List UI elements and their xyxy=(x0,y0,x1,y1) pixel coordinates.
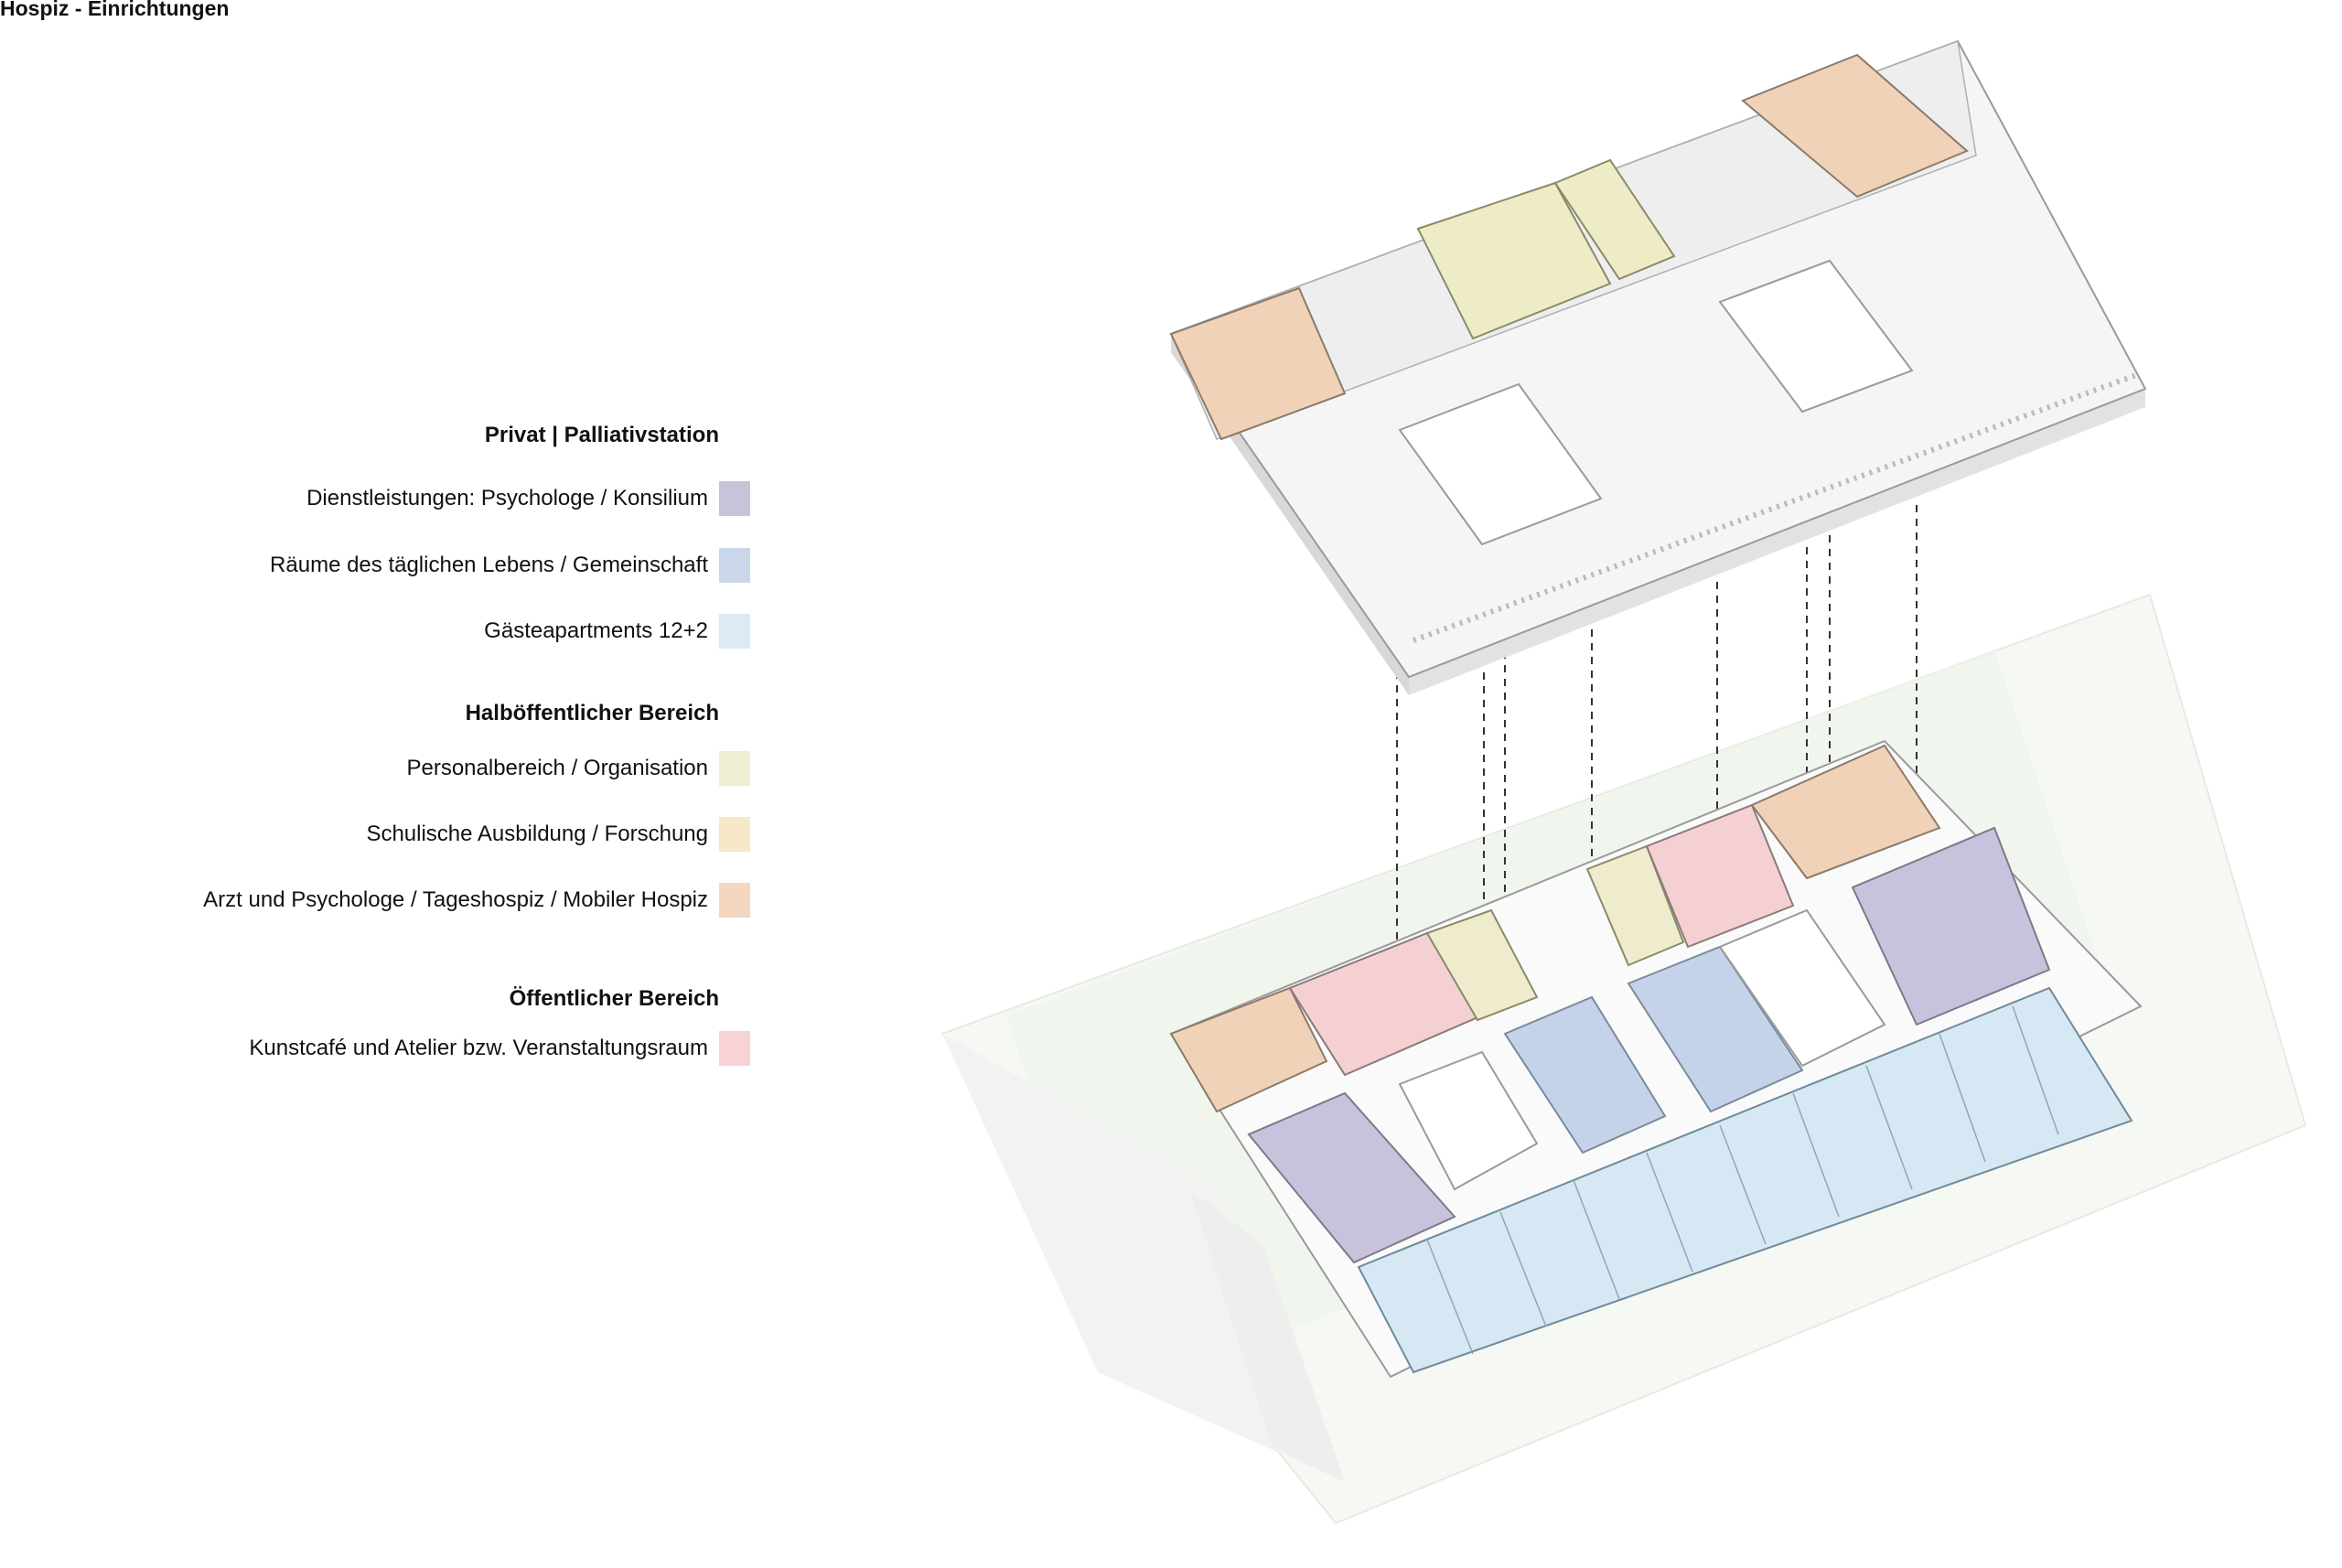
legend-item-label: Dienstleistungen: Psychologe / Konsilium xyxy=(306,486,708,510)
legend-heading-oeffentlich: Öffentlicher Bereich xyxy=(509,986,719,1011)
legend-swatch xyxy=(719,481,750,516)
legend-item-label: Personalbereich / Organisation xyxy=(406,756,708,780)
legend: Privat | Palliativstation Dienstleistung… xyxy=(0,0,750,1098)
page-title: Hospiz - Einrichtungen xyxy=(0,0,230,20)
legend-swatch xyxy=(719,751,750,786)
legend-swatch xyxy=(719,548,750,583)
legend-item-label: Schulische Ausbildung / Forschung xyxy=(366,822,708,846)
upper-floor xyxy=(1169,39,2147,695)
legend-swatch xyxy=(719,614,750,649)
legend-item-label: Kunstcafé und Atelier bzw. Veranstaltung… xyxy=(249,1036,708,1060)
legend-swatch xyxy=(719,883,750,918)
legend-heading-privat: Privat | Palliativstation xyxy=(484,423,719,447)
legend-item-label: Gästeapartments 12+2 xyxy=(484,618,708,643)
legend-item-label: Räume des täglichen Lebens / Gemeinschaf… xyxy=(270,553,708,577)
legend-item-schulische: Schulische Ausbildung / Forschung xyxy=(0,817,750,852)
lower-floor xyxy=(1169,739,2143,1379)
legend-item-arzt: Arzt und Psychologe / Tageshospiz / Mobi… xyxy=(0,883,750,918)
legend-item-dienstleistungen: Dienstleistungen: Psychologe / Konsilium xyxy=(0,481,750,516)
legend-swatch xyxy=(719,817,750,852)
legend-heading-halboeffentlich: Halböffentlicher Bereich xyxy=(465,701,719,725)
legend-swatch xyxy=(719,1031,750,1066)
legend-item-kunstcafe: Kunstcafé und Atelier bzw. Veranstaltung… xyxy=(0,1031,750,1066)
legend-item-gaesteapartments: Gästeapartments 12+2 xyxy=(0,614,750,649)
legend-item-raeume: Räume des täglichen Lebens / Gemeinschaf… xyxy=(0,548,750,583)
legend-item-personalbereich: Personalbereich / Organisation xyxy=(0,751,750,786)
legend-item-label: Arzt und Psychologe / Tageshospiz / Mobi… xyxy=(203,887,708,912)
